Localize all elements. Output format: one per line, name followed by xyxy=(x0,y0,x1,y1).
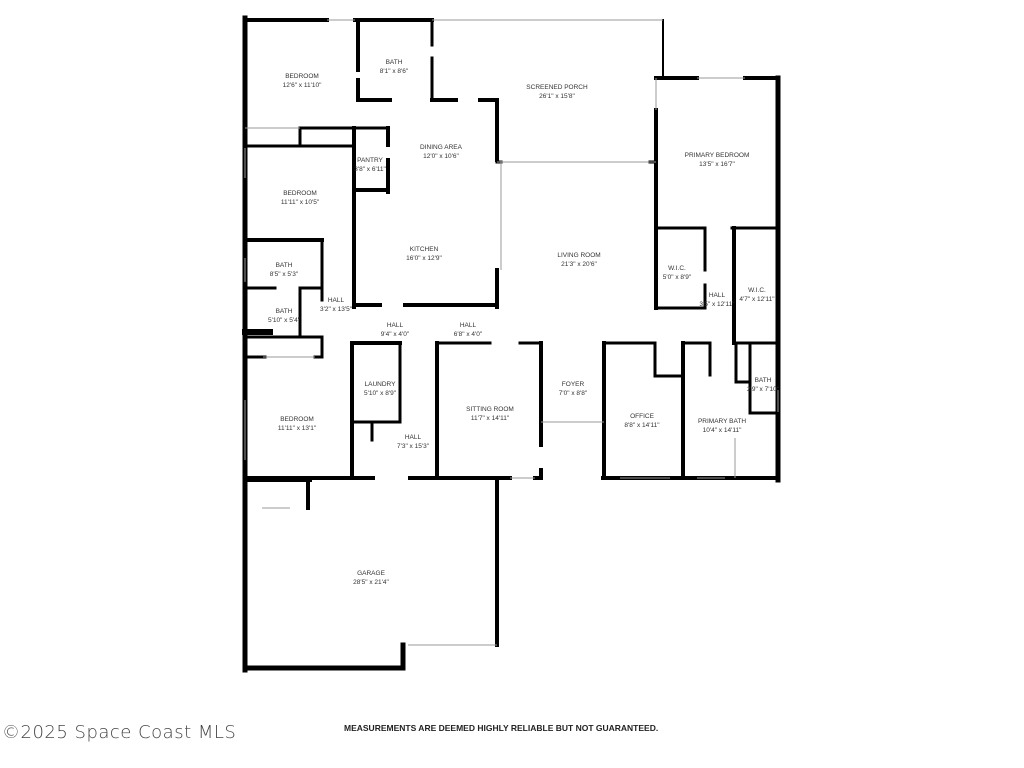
room-dimensions: 12'0" x 10'6" xyxy=(423,153,459,160)
room-dimensions: 26'1" x 15'8" xyxy=(539,93,575,100)
room-name: BATH xyxy=(276,262,293,269)
room-label: HALL 7'3" x 15'3" xyxy=(397,434,430,450)
walls xyxy=(242,15,781,673)
room-labels: BEDROOM 12'6" x 11'10" BATH 8'1" x 8'6" SCRE… xyxy=(268,59,780,586)
room-dimensions: 5'10" x 8'9" xyxy=(364,390,397,397)
room-label: W.I.C. 5'0" x 8'9" xyxy=(663,265,692,281)
room-name: HALL xyxy=(709,292,726,299)
room-dimensions: 3'5" x 12'11" xyxy=(699,301,735,308)
room-label: HALL 3'2" x 13'5" xyxy=(320,297,353,313)
room-dimensions: 28'5" x 21'4" xyxy=(353,579,389,586)
room-name: HALL xyxy=(328,297,345,304)
room-dimensions: 5'10" x 5'4" xyxy=(268,317,301,324)
room-name: FOYER xyxy=(562,381,585,388)
room-label: SITTING ROOM 11'7" x 14'11" xyxy=(466,406,514,422)
room-dimensions: 3'2" x 13'5" xyxy=(320,306,353,313)
room-name: BEDROOM xyxy=(285,73,319,80)
room-dimensions: 16'0" x 12'9" xyxy=(406,255,442,262)
room-label: PANTRY 3'8" x 6'11" xyxy=(354,157,386,173)
room-name: HALL xyxy=(460,322,477,329)
room-name: PRIMARY BATH xyxy=(698,418,746,425)
room-name: PRIMARY BEDROOM xyxy=(685,152,750,159)
room-name: LIVING ROOM xyxy=(557,252,600,259)
room-name: SCREENED PORCH xyxy=(526,84,588,91)
room-label: HALL 6'8" x 4'0" xyxy=(454,322,483,338)
room-dimensions: 11'11" x 13'1" xyxy=(278,425,317,432)
room-label: GARAGE 28'5" x 21'4" xyxy=(353,570,389,586)
room-name: KITCHEN xyxy=(410,246,439,253)
room-label: SCREENED PORCH 26'1" x 15'8" xyxy=(526,84,588,100)
room-label: BATH 2'9" x 7'10" xyxy=(747,377,780,393)
room-dimensions: 12'6" x 11'10" xyxy=(283,82,322,89)
room-label: DINING AREA 12'0" x 10'6" xyxy=(420,144,463,160)
room-name: GARAGE xyxy=(357,570,385,577)
room-name: BATH xyxy=(276,308,293,315)
room-dimensions: 13'5" x 16'7" xyxy=(699,161,735,168)
room-label: LIVING ROOM 21'3" x 20'6" xyxy=(557,252,600,268)
room-label: BATH 5'10" x 5'4" xyxy=(268,308,301,324)
room-name: W.I.C. xyxy=(668,265,686,272)
room-label: W.I.C. 4'7" x 12'11" xyxy=(739,287,775,303)
room-label: FOYER 7'0" x 8'8" xyxy=(559,381,588,397)
room-name: HALL xyxy=(387,322,404,329)
room-dimensions: 3'8" x 6'11" xyxy=(354,166,386,173)
room-label: BEDROOM 11'11" x 10'5" xyxy=(281,190,320,206)
room-dimensions: 9'4" x 4'0" xyxy=(381,331,410,338)
room-name: HALL xyxy=(405,434,422,441)
room-dimensions: 10'4" x 14'11" xyxy=(703,427,742,434)
room-label: BEDROOM 11'11" x 13'1" xyxy=(278,416,317,432)
room-label: BATH 8'5" x 5'3" xyxy=(270,262,299,278)
room-dimensions: 5'0" x 8'9" xyxy=(663,274,692,281)
room-label: HALL 9'4" x 4'0" xyxy=(381,322,410,338)
disclaimer: MEASUREMENTS ARE DEEMED HIGHLY RELIABLE … xyxy=(344,723,659,733)
room-name: LAUNDRY xyxy=(365,381,397,388)
room-name: OFFICE xyxy=(630,413,654,420)
room-label: PRIMARY BEDROOM 13'5" x 16'7" xyxy=(685,152,750,168)
room-label: LAUNDRY 5'10" x 8'9" xyxy=(364,381,397,397)
room-name: BATH xyxy=(755,377,772,384)
room-dimensions: 8'1" x 8'6" xyxy=(380,68,409,75)
room-label: BATH 8'1" x 8'6" xyxy=(380,59,409,75)
room-dimensions: 7'3" x 15'3" xyxy=(397,443,430,450)
room-name: BEDROOM xyxy=(280,416,314,423)
room-name: BATH xyxy=(386,59,403,66)
room-dimensions: 11'7" x 14'11" xyxy=(471,415,510,422)
room-label: KITCHEN 16'0" x 12'9" xyxy=(406,246,442,262)
room-dimensions: 8'5" x 5'3" xyxy=(270,271,299,278)
room-dimensions: 6'8" x 4'0" xyxy=(454,331,483,338)
room-dimensions: 8'8" x 14'11" xyxy=(624,422,660,429)
room-label: PRIMARY BATH 10'4" x 14'11" xyxy=(698,418,746,434)
room-name: DINING AREA xyxy=(420,144,463,151)
room-name: BEDROOM xyxy=(283,190,317,197)
room-dimensions: 4'7" x 12'11" xyxy=(739,296,775,303)
windows xyxy=(244,19,779,646)
room-label: HALL 3'5" x 12'11" xyxy=(699,292,735,308)
room-name: SITTING ROOM xyxy=(466,406,514,413)
room-name: W.I.C. xyxy=(748,287,766,294)
room-dimensions: 7'0" x 8'8" xyxy=(559,390,588,397)
copyright-watermark: ©2025 Space Coast MLS xyxy=(2,722,237,743)
room-dimensions: 11'11" x 10'5" xyxy=(281,199,320,206)
room-label: OFFICE 8'8" x 14'11" xyxy=(624,413,660,429)
room-name: PANTRY xyxy=(357,157,383,164)
room-label: BEDROOM 12'6" x 11'10" xyxy=(283,73,322,89)
room-dimensions: 2'9" x 7'10" xyxy=(747,386,780,393)
room-dimensions: 21'3" x 20'6" xyxy=(561,261,597,268)
